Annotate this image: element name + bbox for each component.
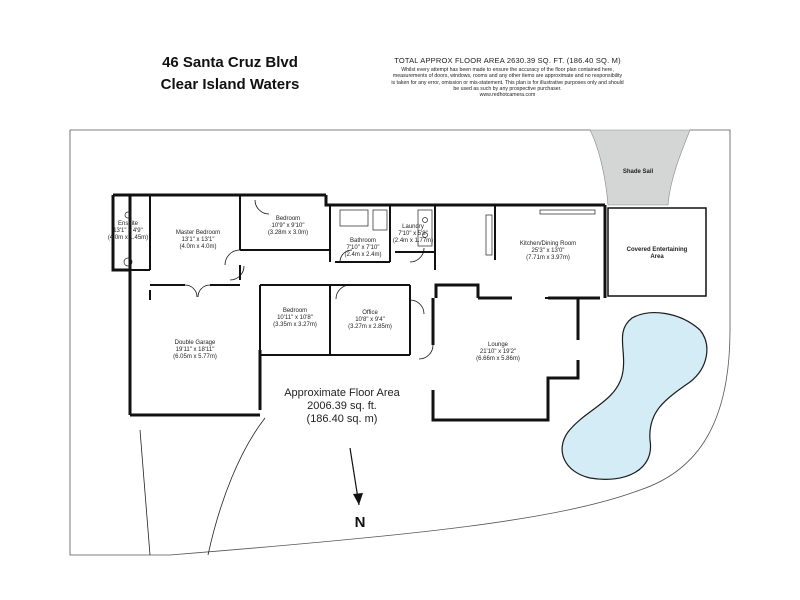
double-garage-metric: (6.05m x 5.77m)	[173, 354, 217, 360]
bedroom-2-metric: (3.35m x 3.27m)	[273, 322, 317, 328]
bedroom-1-size: 10'9" x 9'10"	[272, 223, 305, 229]
shade-sail-label: Shade Sail	[623, 169, 654, 175]
covered-entertaining-label: Covered Entertaining	[627, 247, 688, 253]
covered-entertaining-label-2: Area	[650, 254, 664, 260]
floor-area-sqm: (186.40 sq. m)	[307, 413, 378, 425]
bathroom-metric: (2.4m x 2.4m)	[344, 252, 381, 258]
driveway-right	[207, 417, 266, 556]
kitchen-dining-label: Kitchen/Dining Room	[520, 241, 576, 247]
website-link: www.redhotcamera.com	[479, 92, 536, 99]
interior-walls	[113, 195, 578, 356]
laundry-metric: (2.4m x 1.77m)	[393, 238, 433, 244]
disclaimer-line: is taken for any error, omission or mis-…	[391, 79, 624, 86]
disclaimer: Whilst every attempt has been made to en…	[355, 67, 660, 98]
office-label: Office	[362, 310, 378, 316]
ensuite-metric: (4.0m x 1.45m)	[108, 235, 148, 241]
shade-sail	[589, 129, 691, 206]
bathroom-label: Bathroom	[350, 238, 376, 244]
fixtures	[123, 209, 596, 267]
site-boundary-left	[69, 130, 170, 556]
laundry-label: Laundry	[402, 224, 424, 230]
ensuite-label: Ensuite	[118, 221, 139, 227]
site-boundary-right	[169, 129, 731, 556]
pool	[561, 312, 708, 480]
double-garage-label: Double Garage	[175, 340, 216, 346]
lounge-label: Lounge	[488, 342, 509, 348]
disclaimer-line: measurements of doors, windows, rooms an…	[392, 73, 623, 80]
master-bedroom-size: 13'1" x 13'1"	[182, 237, 215, 243]
bathroom-size: 7'10" x 7'10"	[347, 245, 380, 251]
kitchen-dining-size: 25'3" x 13'0"	[532, 248, 565, 254]
bedroom-2-size: 10'11" x 10'8"	[277, 315, 313, 321]
compass	[349, 447, 363, 506]
floor-area-sqft: 2006.39 sq. ft.	[307, 400, 377, 412]
office-metric: (3.27m x 2.85m)	[348, 324, 392, 330]
kitchen-dining-metric: (7.71m x 3.97m)	[526, 255, 570, 261]
floor-area-label: Approximate Floor Area	[284, 387, 400, 399]
driveway-left	[139, 429, 151, 556]
address-line-1: 46 Santa Cruz Blvd	[162, 54, 298, 71]
covered-entertaining-outline	[607, 207, 707, 297]
bedroom-1-metric: (3.28m x 3.0m)	[268, 230, 308, 236]
bedroom-1-label: Bedroom	[276, 216, 300, 222]
ensuite-size: 13'1" x 4'9"	[113, 228, 143, 234]
compass-north-label: N	[355, 514, 366, 531]
total-area-heading: TOTAL APPROX FLOOR AREA 2630.39 SQ. FT. …	[394, 56, 621, 65]
laundry-size: 7'10" x 5'8"	[398, 231, 428, 237]
office-size: 10'8" x 9'4"	[355, 317, 385, 323]
double-garage-size: 19'11" x 18'11"	[176, 347, 215, 353]
lounge-metric: (6.66m x 5.86m)	[476, 356, 520, 362]
disclaimer-line: Whilst every attempt has been made to en…	[401, 67, 614, 73]
door-swings	[184, 199, 434, 360]
bedroom-2-label: Bedroom	[283, 308, 307, 314]
disclaimer-line: be used as such by any prospective purch…	[453, 85, 562, 92]
master-bedroom-metric: (4.0m x 4.0m)	[179, 244, 216, 250]
address-line-2: Clear Island Waters	[160, 76, 300, 93]
lounge-size: 21'10" x 19'2"	[480, 349, 516, 355]
master-bedroom-label: Master Bedroom	[176, 230, 220, 236]
